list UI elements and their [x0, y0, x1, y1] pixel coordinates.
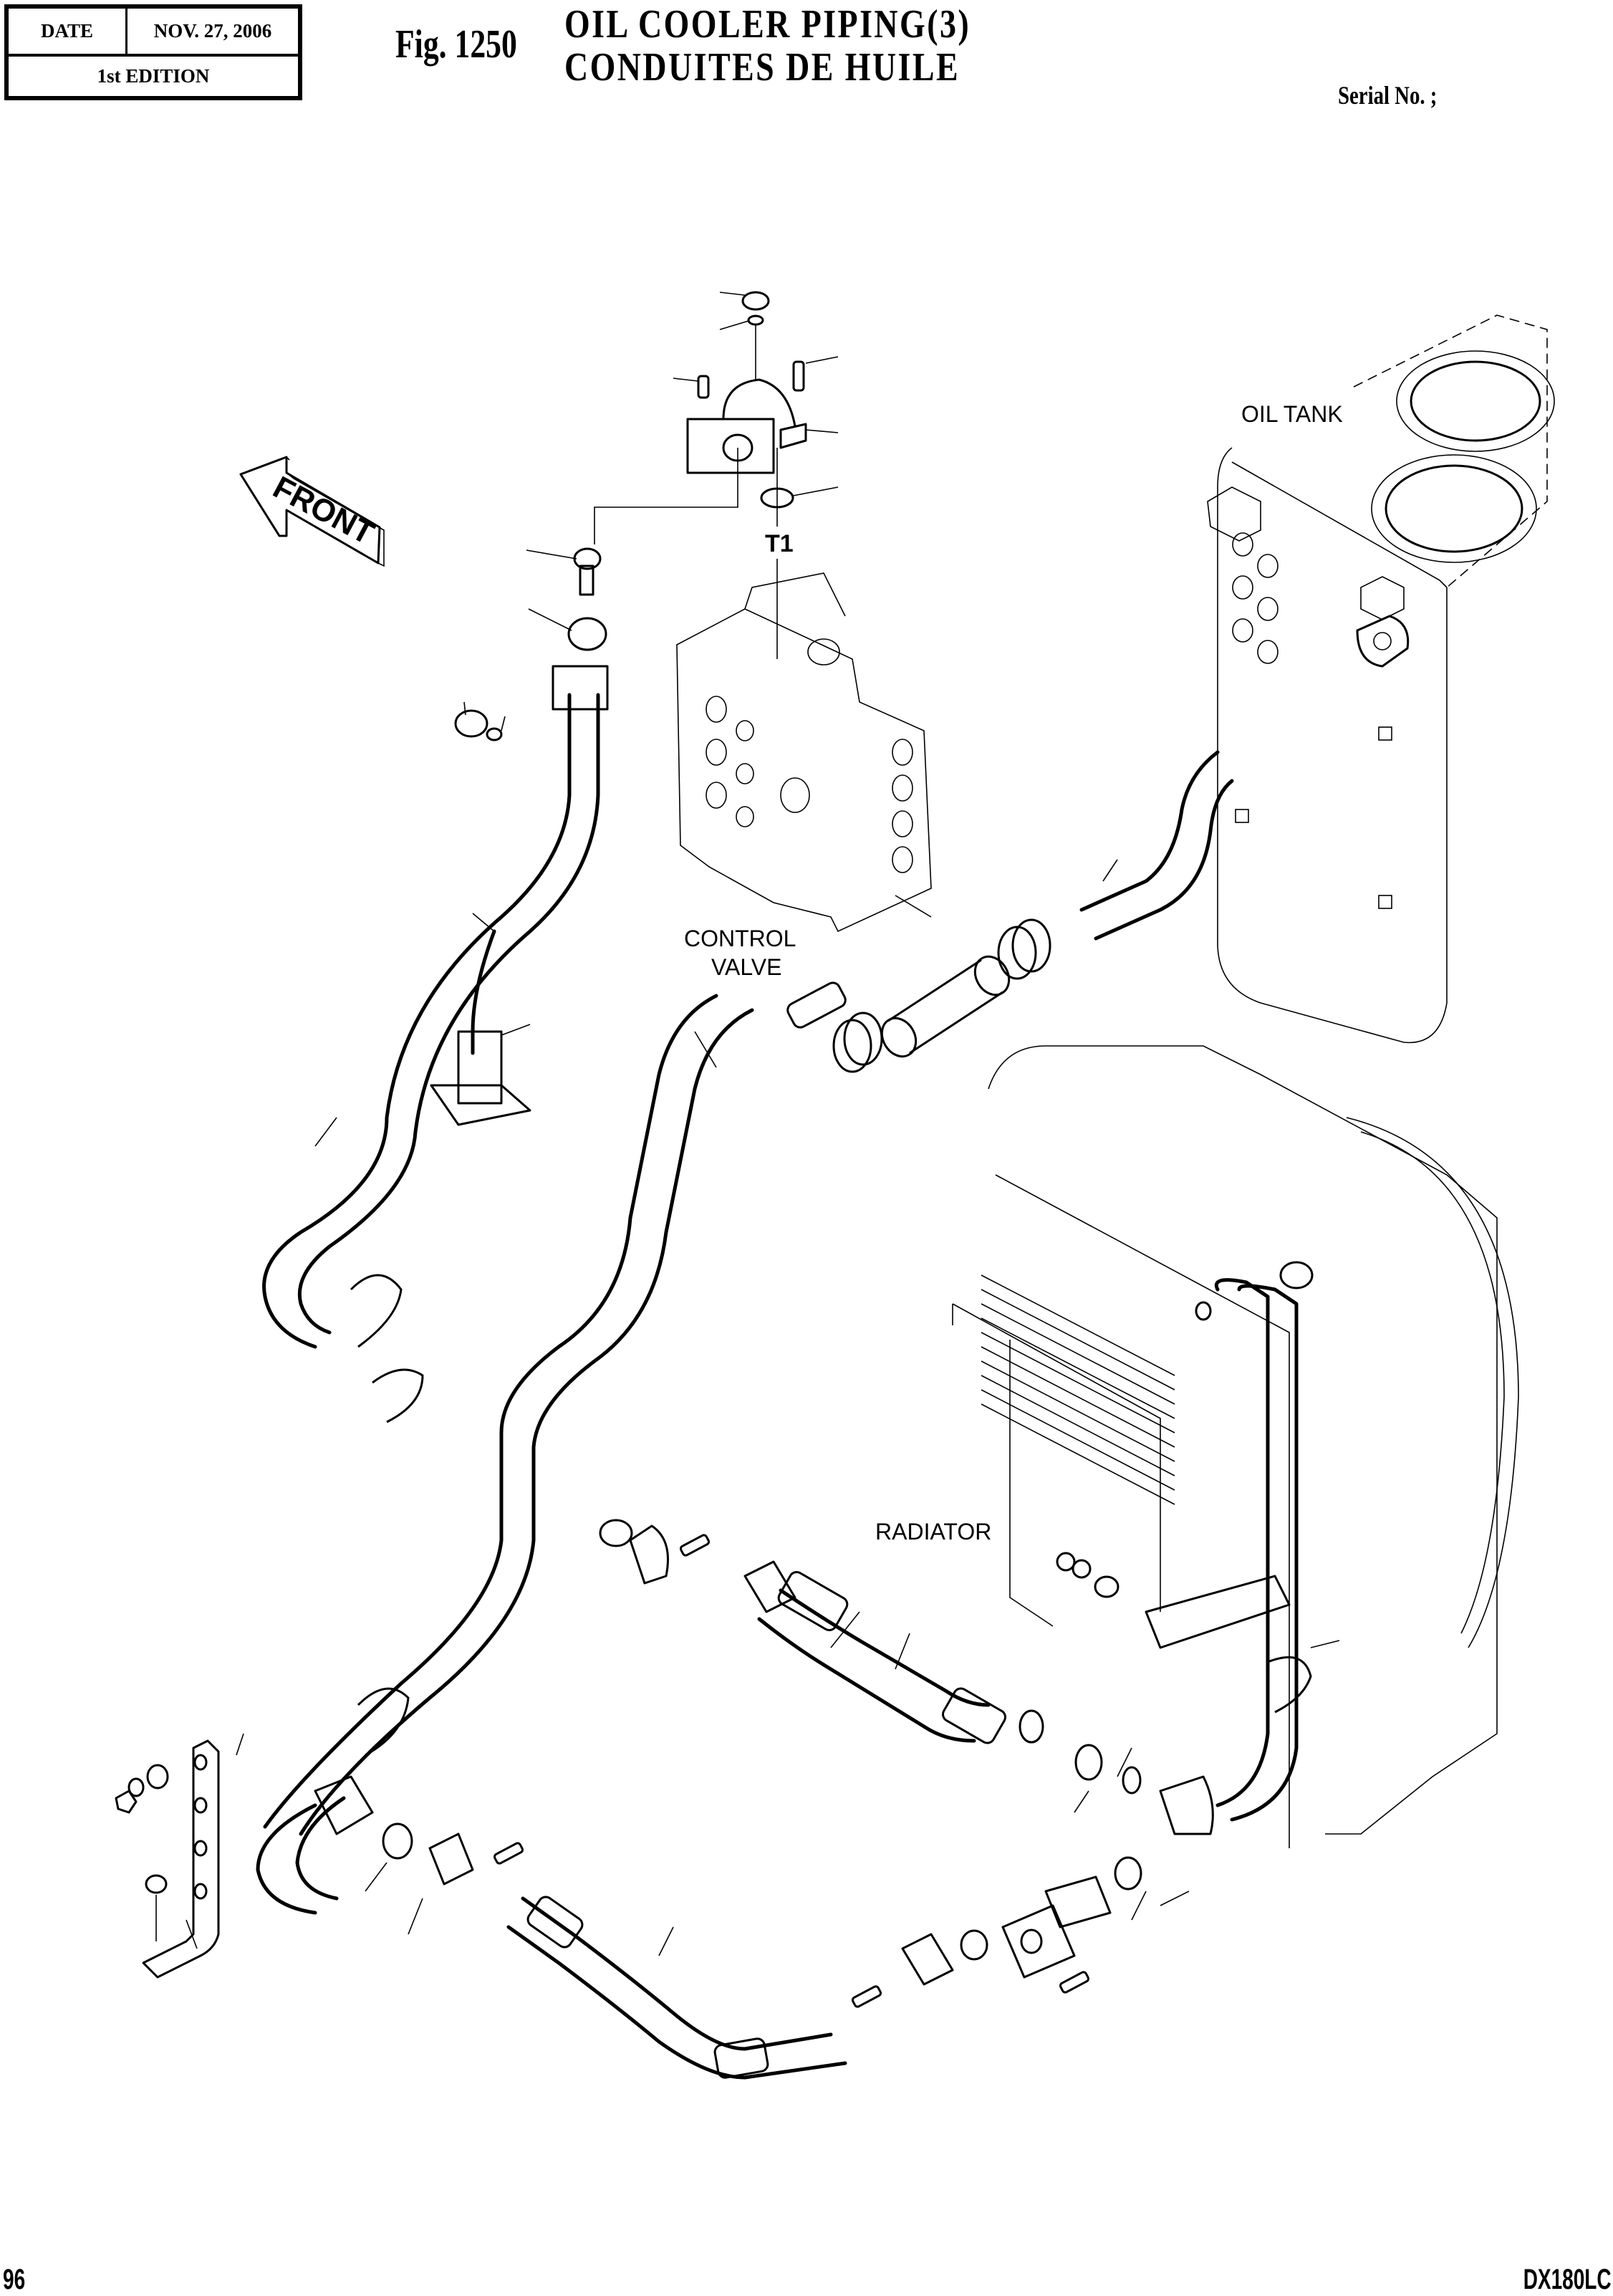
oil-tank-label: OIL TANK — [1241, 401, 1343, 427]
hose-clamp — [997, 918, 1051, 980]
figure-number: Fig. 1250 — [395, 22, 517, 67]
left-upper-pipe-assembly — [262, 547, 609, 1349]
page-number: 96 — [3, 2264, 26, 2295]
radiator-label: RADIATOR — [875, 1519, 992, 1545]
rubber-hose — [880, 955, 1011, 1058]
front-arrow-icon: FRONT — [239, 456, 385, 567]
tank-flange — [1356, 615, 1410, 668]
title-english: OIL COOLER PIPING(3) — [564, 2, 971, 47]
model-code: DX180LC — [1523, 2264, 1612, 2295]
leader-lines — [186, 859, 1340, 1956]
date-label: DATE — [9, 9, 127, 54]
control-valve-label: CONTROL VALVE — [684, 924, 796, 981]
oil-cooler-fins — [981, 1274, 1175, 1505]
t1-elbow-fitting — [594, 291, 839, 659]
valve-spools — [706, 638, 913, 873]
date-edition-box: DATE NOV. 27, 2006 1st EDITION — [4, 4, 302, 100]
hose-clamp — [832, 1012, 883, 1073]
control-valve-label-line2: VALVE — [711, 954, 782, 980]
date-row: DATE NOV. 27, 2006 — [9, 9, 298, 57]
lower-pipe-assembly — [599, 1519, 1214, 1835]
tank-ports — [1232, 532, 1392, 909]
control-valve-label-line1: CONTROL — [684, 926, 796, 951]
middle-pipe-assembly — [263, 750, 1234, 1836]
control-valve — [676, 572, 932, 933]
oil-tank — [1207, 314, 1555, 1044]
serial-number-label: Serial No. ; — [1338, 81, 1438, 110]
radiator — [952, 1045, 1519, 1848]
edition-label: 1st EDITION — [97, 65, 210, 87]
title-french: CONDUITES DE HUILE — [564, 45, 960, 90]
date-value: NOV. 27, 2006 — [153, 20, 272, 42]
mounting-bracket — [115, 1739, 220, 1979]
u-bolt — [350, 1274, 1312, 1757]
port-t1-label: T1 — [765, 530, 794, 557]
bottom-pipe-assembly — [256, 1775, 1142, 2080]
tank-bracket — [1207, 486, 1405, 620]
